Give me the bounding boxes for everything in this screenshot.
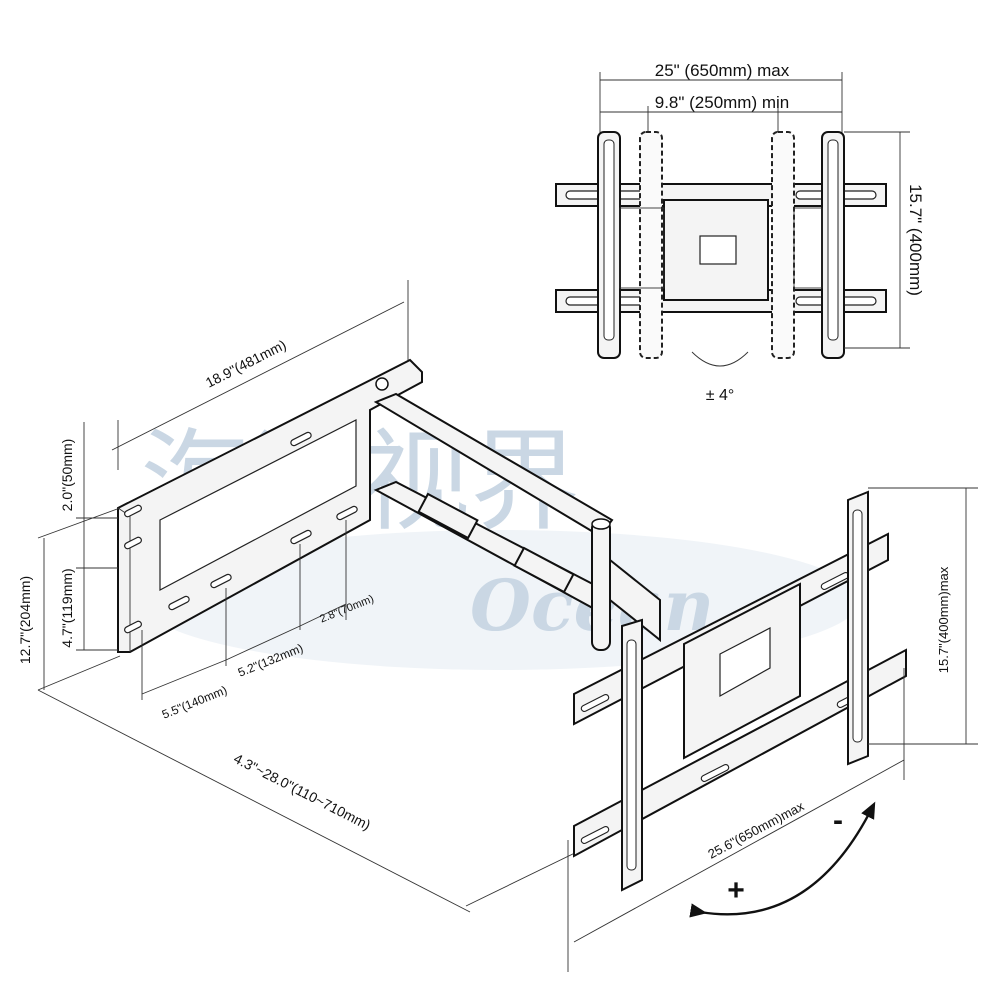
swivel-arc [689, 801, 876, 918]
swivel-minus: - [833, 804, 843, 837]
arm-connector-1 [417, 492, 479, 540]
plate-12.7in-label: 12.7"(204mm) [17, 576, 33, 664]
arm-upper [373, 392, 614, 538]
top-width-min-label: 9.8" (250mm) min [655, 93, 790, 112]
swivel-plus: + [727, 874, 745, 907]
bracket-lower-rail [573, 648, 907, 858]
tilt-arc [691, 351, 749, 367]
top-width-max-label: 25" (650mm) max [655, 61, 790, 80]
bracket-center-window [719, 627, 771, 698]
bracket-vertical-label: 15.7"(400mm)max [936, 566, 951, 673]
bracket-horizontal-label: 25.6"(650mm)max [705, 798, 807, 861]
plate-4.7in-label: 4.7"(119mm) [59, 568, 75, 647]
top-height-label: 15.7" (400mm) [906, 184, 925, 296]
plate-bolt [375, 377, 389, 391]
plate-2in-label: 2.0"(50mm) [59, 439, 75, 512]
watermark-swoosh [140, 530, 860, 670]
slot-5.5in-label: 5.5"(140mm) [160, 683, 229, 722]
top-view: 25" (650mm) max 9.8" (250mm) min 15.7" (… [555, 61, 925, 404]
top-right-arm-inner [771, 131, 795, 359]
top-center-window [699, 235, 737, 265]
arm-pivot [591, 519, 611, 651]
extension-label: 4.3"~28.0"(110~710mm) [231, 750, 373, 833]
plate-inner-frame [159, 419, 357, 591]
tilt-label: ± 4° [706, 387, 735, 404]
top-left-arm-inner [639, 131, 663, 359]
arm-to-head [609, 557, 661, 643]
arm-connector-2 [513, 546, 575, 594]
